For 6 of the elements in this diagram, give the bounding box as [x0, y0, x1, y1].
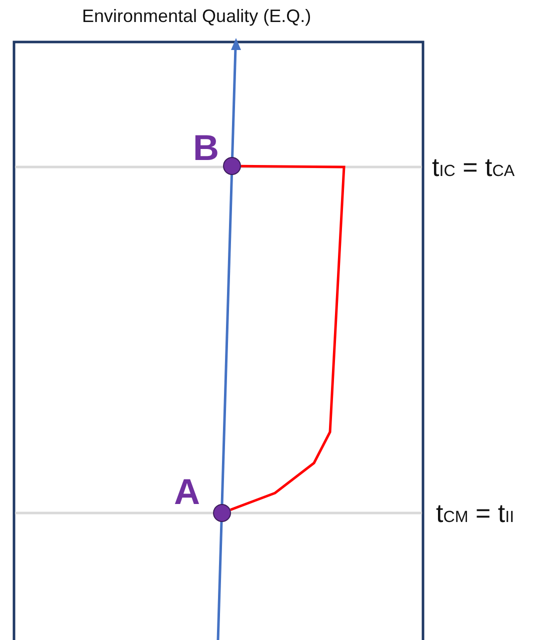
point-marker: [223, 157, 241, 175]
axis-title: Environmental Quality (E.Q.): [82, 6, 312, 27]
point-label: A: [174, 474, 200, 510]
point-label: B: [193, 130, 219, 166]
point-marker: [213, 504, 231, 522]
path-line: [230, 164, 346, 511]
